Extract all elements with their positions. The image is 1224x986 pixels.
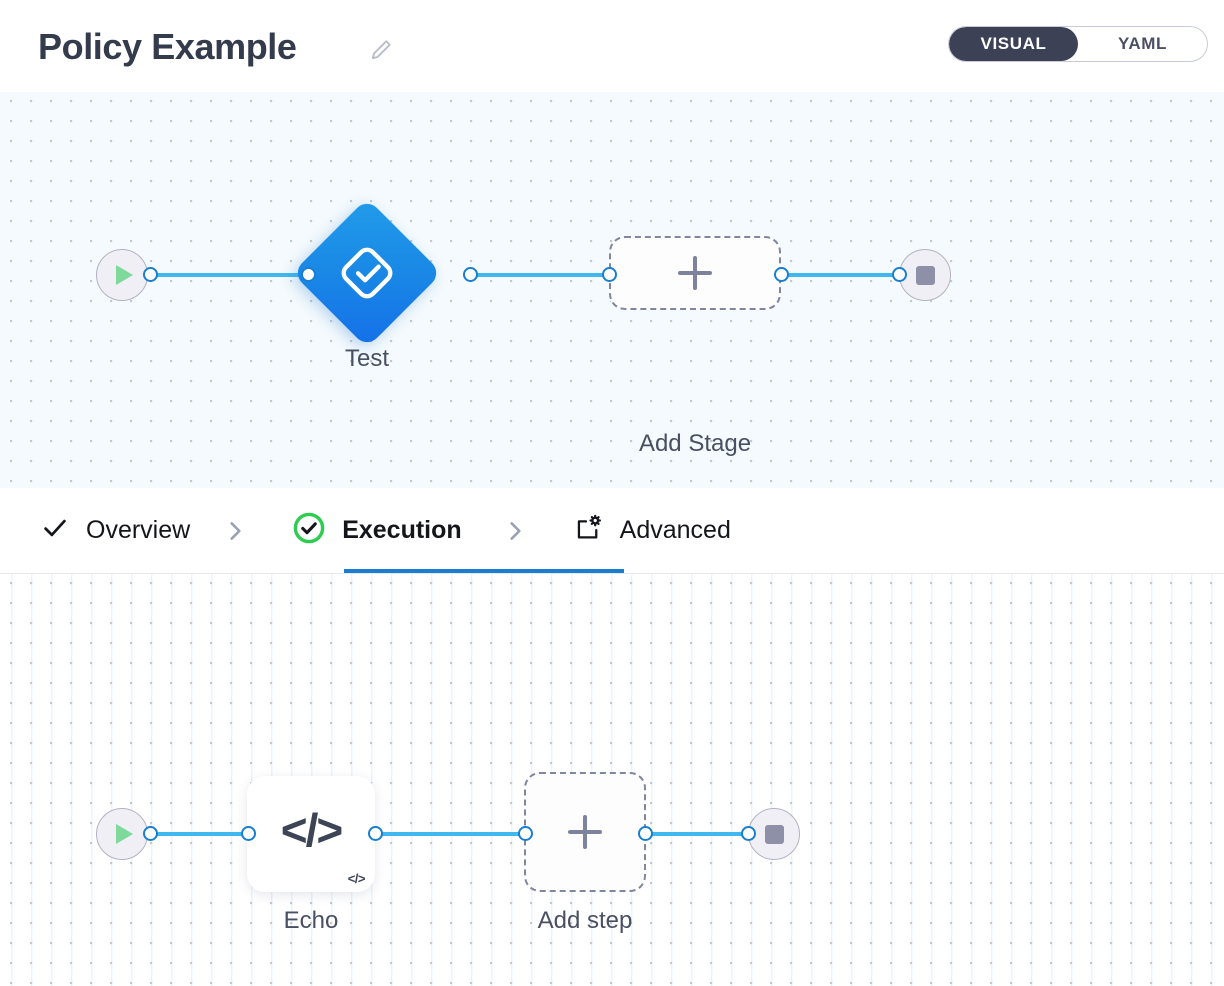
active-tab-indicator xyxy=(344,569,624,573)
code-icon: </> xyxy=(280,804,343,856)
edge-start-to-echo xyxy=(150,832,260,836)
mode-button-visual[interactable]: VISUAL xyxy=(949,27,1078,61)
chevron-right-icon-2 xyxy=(492,518,538,544)
stop-icon xyxy=(764,824,784,844)
check-icon xyxy=(40,513,70,548)
plus-icon xyxy=(568,815,602,849)
plus-icon xyxy=(678,256,712,290)
stage-diamond-shape xyxy=(292,198,442,348)
play-icon xyxy=(116,824,133,844)
pipeline-end-node[interactable] xyxy=(899,249,951,301)
add-stage-node[interactable] xyxy=(609,236,781,310)
port-addstep-in[interactable] xyxy=(518,826,533,841)
mode-button-yaml[interactable]: YAML xyxy=(1078,27,1207,61)
port-test-out[interactable] xyxy=(463,267,478,282)
step-label-echo: Echo xyxy=(283,907,339,934)
page-title: Policy Example xyxy=(38,26,297,67)
tab-execution[interactable]: Execution xyxy=(270,488,483,574)
port-start-out[interactable] xyxy=(143,267,158,282)
port-step-start-out[interactable] xyxy=(143,826,158,841)
tab-overview-label: Overview xyxy=(86,516,191,544)
view-mode-toggle[interactable]: VISUAL YAML xyxy=(948,26,1208,62)
port-addstep-out[interactable] xyxy=(638,826,653,841)
port-addstage-out[interactable] xyxy=(774,267,789,282)
step-node-echo[interactable]: </> </> xyxy=(247,776,375,892)
edge-addstep-to-end xyxy=(640,832,760,836)
tab-advanced-label: Advanced xyxy=(619,516,731,544)
tab-execution-label: Execution xyxy=(342,516,462,544)
chevron-right-icon xyxy=(212,518,258,544)
page-header: Policy Example VISUAL YAML xyxy=(0,0,1224,92)
stage-config-tabs[interactable]: Overview Execution Advanced xyxy=(0,488,1224,574)
port-echo-out[interactable] xyxy=(368,826,383,841)
play-icon xyxy=(116,265,133,285)
test-check-icon xyxy=(338,244,396,302)
step-end-node[interactable] xyxy=(748,808,800,860)
add-step-node[interactable] xyxy=(524,772,646,892)
edge-addstage-to-end xyxy=(776,273,906,277)
step-start-node[interactable] xyxy=(96,808,148,860)
port-end-in[interactable] xyxy=(892,267,907,282)
port-step-end-in[interactable] xyxy=(741,826,756,841)
stage-canvas[interactable]: Test Add Stage xyxy=(0,92,1224,488)
step-canvas[interactable]: </> </> Echo Add step xyxy=(0,574,1224,986)
box-gear-icon xyxy=(572,512,604,549)
code-badge-icon: </> xyxy=(347,871,366,886)
stage-node-test[interactable] xyxy=(292,198,442,348)
stage-label-test: Test xyxy=(344,345,389,372)
port-test-in[interactable] xyxy=(301,267,316,282)
port-addstage-in[interactable] xyxy=(602,267,617,282)
edge-start-to-test xyxy=(150,273,320,277)
edge-test-to-addstage xyxy=(463,273,613,277)
add-step-label: Add step xyxy=(537,907,633,934)
edge-echo-to-addstep xyxy=(370,832,530,836)
check-circle-icon xyxy=(292,511,326,550)
port-echo-in[interactable] xyxy=(241,826,256,841)
tab-overview[interactable]: Overview xyxy=(0,488,212,574)
pencil-icon[interactable] xyxy=(367,36,395,64)
pipeline-start-node[interactable] xyxy=(96,249,148,301)
tab-advanced[interactable]: Advanced xyxy=(550,488,753,574)
stop-icon xyxy=(915,265,935,285)
add-stage-label: Add Stage xyxy=(638,430,752,457)
